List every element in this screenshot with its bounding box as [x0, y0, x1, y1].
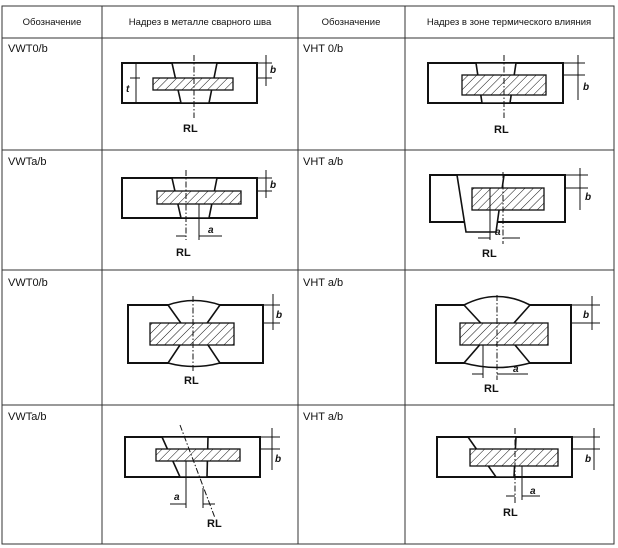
row2-right-code: VHT a/b [303, 156, 343, 168]
table-grid [1, 5, 615, 545]
header-haz-notch: Надрез в зоне термического влияния [427, 17, 591, 28]
dim-a: a [174, 492, 180, 503]
designation-codes: VWT0/b VHT 0/b VWTa/b VHT a/b VWT0/b VHT… [8, 43, 343, 423]
dim-b: b [583, 310, 589, 321]
row3-left-code: VWT0/b [8, 277, 48, 289]
dim-b: b [585, 192, 591, 203]
dim-t: t [126, 84, 130, 95]
diagram-row3-haz: a b RL [435, 295, 600, 395]
row1-left-code: VWT0/b [8, 43, 48, 55]
row2-left-code: VWTa/b [8, 156, 47, 168]
header-row: Обозначение Надрез в металле сварного шв… [23, 17, 592, 28]
diagram-row3-weld-metal: b RL [127, 294, 282, 387]
diagram-row1-weld-metal: t b RL [121, 55, 276, 135]
reference-line-label: RL [184, 375, 199, 387]
dim-a: a [208, 225, 214, 236]
dim-b: b [276, 310, 282, 321]
dim-b: b [270, 180, 276, 191]
dim-b: b [583, 82, 589, 93]
row4-left-code: VWTa/b [8, 411, 47, 423]
row3-right-code: VHT a/b [303, 277, 343, 289]
reference-line-label: RL [503, 507, 518, 519]
header-designation-left: Обозначение [23, 17, 82, 28]
reference-line-label: RL [482, 248, 497, 260]
header-designation-right: Обозначение [322, 17, 381, 28]
row4-right-code: VHT a/b [303, 411, 343, 423]
dim-b: b [585, 454, 591, 465]
diagram-row2-haz: a b RL [429, 168, 591, 260]
dim-a: a [530, 486, 536, 497]
reference-line-label: RL [494, 124, 509, 136]
diagram-row2-weld-metal: a b RL [121, 170, 276, 259]
diagram-row4-weld-metal: a b RL [124, 424, 281, 530]
reference-line-label: RL [484, 383, 499, 395]
dim-b: b [275, 454, 281, 465]
reference-line-label: RL [176, 247, 191, 259]
row1-right-code: VHT 0/b [303, 43, 343, 55]
reference-line-label: RL [183, 123, 198, 135]
dim-b: b [270, 65, 276, 76]
diagram-row1-haz: b RL [427, 55, 589, 136]
diagram-row4-haz: a b RL [436, 428, 600, 519]
dim-a: a [513, 364, 519, 375]
header-weld-metal-notch: Надрез в металле сварного шва [129, 17, 272, 28]
dim-a: a [495, 227, 501, 238]
reference-line-label: RL [207, 518, 222, 530]
